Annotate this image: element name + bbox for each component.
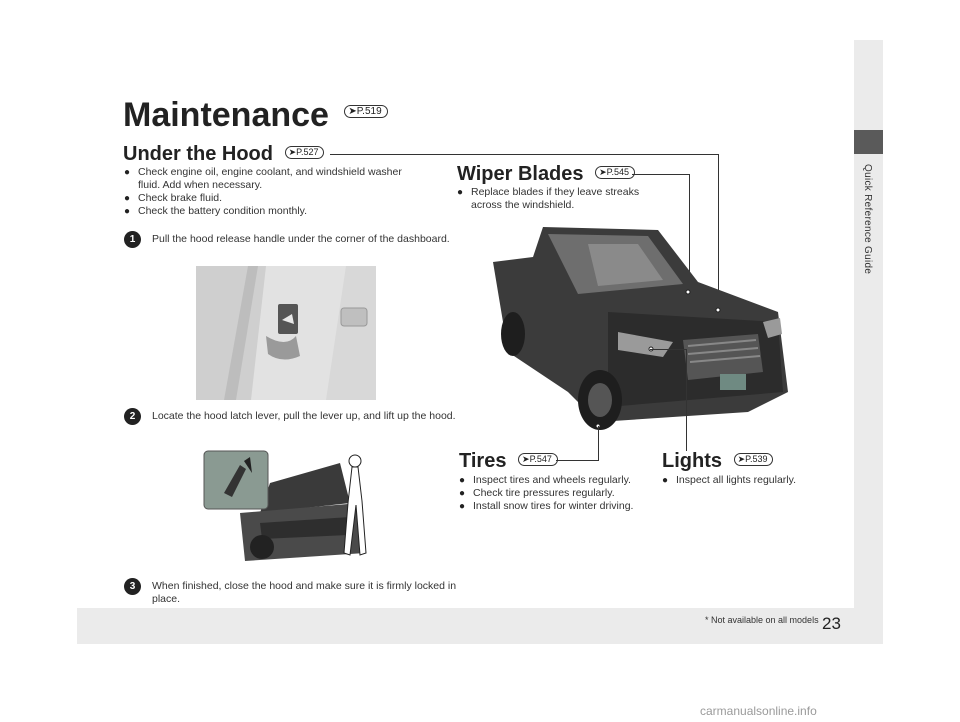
lights-heading-text: Lights xyxy=(662,450,722,472)
bullet-item: Install snow tires for winter driving. xyxy=(459,500,654,513)
ref-page-text: P.547 xyxy=(529,454,552,465)
footer-band xyxy=(77,608,883,644)
footnote: * Not available on all models xyxy=(705,615,819,625)
hood-latch-illustration xyxy=(200,443,380,571)
tires-page-ref[interactable]: ➤P.547 xyxy=(518,453,558,467)
bullet-item: Check the battery condition monthly. xyxy=(124,205,424,218)
tires-heading-text: Tires xyxy=(459,450,507,472)
under-hood-bullets: Check engine oil, engine coolant, and wi… xyxy=(124,166,424,218)
step-text: Locate the hood latch lever, pull the le… xyxy=(152,410,456,422)
step-number-badge: 3 xyxy=(124,578,141,595)
tires-bullets: Inspect tires and wheels regularly. Chec… xyxy=(459,474,654,513)
side-tab-label[interactable]: Quick Reference Guide xyxy=(862,164,873,275)
bullet-item: Inspect tires and wheels regularly. xyxy=(459,474,654,487)
bullet-item: Check engine oil, engine coolant, and wi… xyxy=(124,166,424,192)
step-text: When finished, close the hood and make s… xyxy=(152,580,457,605)
lights-bullets: Inspect all lights regularly. xyxy=(662,474,822,487)
ref-page-text: P.539 xyxy=(745,454,768,465)
bullet-item: Check tire pressures regularly. xyxy=(459,487,654,500)
page-title: Maintenance ➤P.519 xyxy=(123,96,388,135)
wiper-bullets: Replace blades if they leave streaks acr… xyxy=(457,186,657,212)
step-1: 1 Pull the hood release handle under the… xyxy=(124,231,452,248)
tires-leader-vertical xyxy=(598,426,599,460)
lights-page-ref[interactable]: ➤P.539 xyxy=(733,453,774,467)
page-title-text: Maintenance xyxy=(123,96,329,134)
bullet-item: Replace blades if they leave streaks acr… xyxy=(457,186,657,212)
under-hood-leader xyxy=(330,154,719,155)
lights-heading: Lights ➤P.539 xyxy=(662,450,774,473)
under-hood-page-ref[interactable]: ➤P.527 xyxy=(284,146,325,160)
under-hood-heading: Under the Hood ➤P.527 xyxy=(123,143,325,166)
wiper-heading-text: Wiper Blades xyxy=(457,163,584,185)
lights-leader xyxy=(650,349,686,350)
ref-arrow-icon: ➤ xyxy=(599,167,607,178)
step-number-badge: 2 xyxy=(124,408,141,425)
wiper-page-ref[interactable]: ➤P.545 xyxy=(595,166,635,180)
step-2: 2 Locate the hood latch lever, pull the … xyxy=(124,408,462,425)
watermark[interactable]: carmanualsonline.info xyxy=(700,704,817,718)
ref-page-text: P.527 xyxy=(296,147,319,158)
step-number-badge: 1 xyxy=(124,231,141,248)
truck-illustration xyxy=(493,227,788,430)
tires-leader xyxy=(556,460,599,461)
side-tab-marker xyxy=(854,130,883,154)
page-number: 23 xyxy=(822,614,841,633)
tires-heading: Tires ➤P.547 xyxy=(459,450,558,473)
ref-arrow-icon: ➤ xyxy=(737,454,746,465)
under-hood-heading-text: Under the Hood xyxy=(123,143,273,165)
wiper-leader xyxy=(632,174,689,175)
ref-arrow-icon: ➤ xyxy=(522,454,530,465)
bullet-item: Check brake fluid. xyxy=(124,192,424,205)
step-3: 3 When finished, close the hood and make… xyxy=(124,578,472,606)
lights-leader-vertical xyxy=(686,349,687,451)
wiper-leader-vertical xyxy=(689,174,690,294)
step-text: Pull the hood release handle under the c… xyxy=(152,233,450,245)
ref-arrow-icon: ➤ xyxy=(348,105,357,117)
ref-page-text: P.545 xyxy=(606,167,629,178)
ref-page-text: P.519 xyxy=(356,105,382,117)
title-page-ref[interactable]: ➤P.519 xyxy=(344,104,388,118)
ref-arrow-icon: ➤ xyxy=(288,147,297,158)
wiper-heading: Wiper Blades ➤P.545 xyxy=(457,163,635,186)
hood-release-illustration xyxy=(196,266,376,400)
bullet-item: Inspect all lights regularly. xyxy=(662,474,822,487)
under-hood-leader-vertical xyxy=(718,154,719,311)
